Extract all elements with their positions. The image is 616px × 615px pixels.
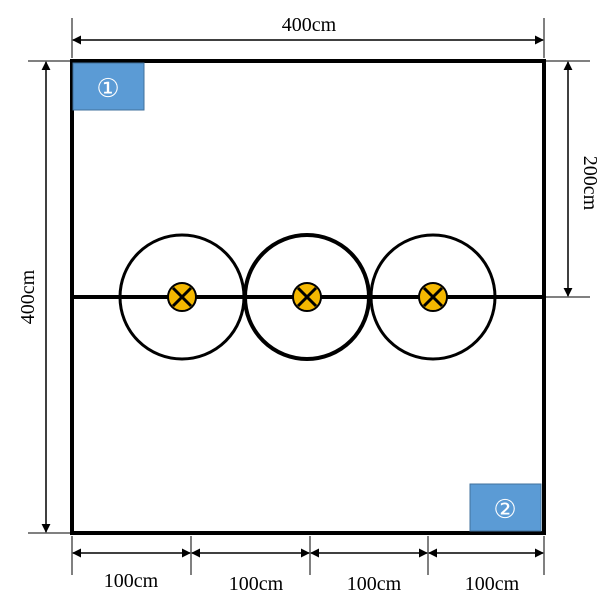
extension-lines bbox=[28, 18, 590, 575]
marker-2: ② bbox=[469, 483, 542, 532]
marker-1: ① bbox=[72, 62, 145, 111]
bottom-dimension-label-4: 100cm bbox=[465, 573, 520, 595]
bottom-dimension-label-1: 100cm bbox=[104, 570, 159, 592]
circled-x-icon bbox=[292, 282, 322, 312]
bottom-dimension-label-3: 100cm bbox=[347, 573, 402, 595]
marker-2-label: ② bbox=[493, 494, 516, 524]
marker-1-label: ① bbox=[96, 73, 119, 103]
bottom-dimension-label-2: 100cm bbox=[229, 573, 284, 595]
circled-x-icon bbox=[418, 282, 448, 312]
dimension-arrows bbox=[41, 35, 573, 558]
left-dimension-label: 400cm bbox=[17, 269, 39, 324]
right-dimension-label: 200cm bbox=[579, 156, 601, 211]
circled-x-icon bbox=[167, 282, 197, 312]
top-dimension-label: 400cm bbox=[282, 14, 337, 36]
